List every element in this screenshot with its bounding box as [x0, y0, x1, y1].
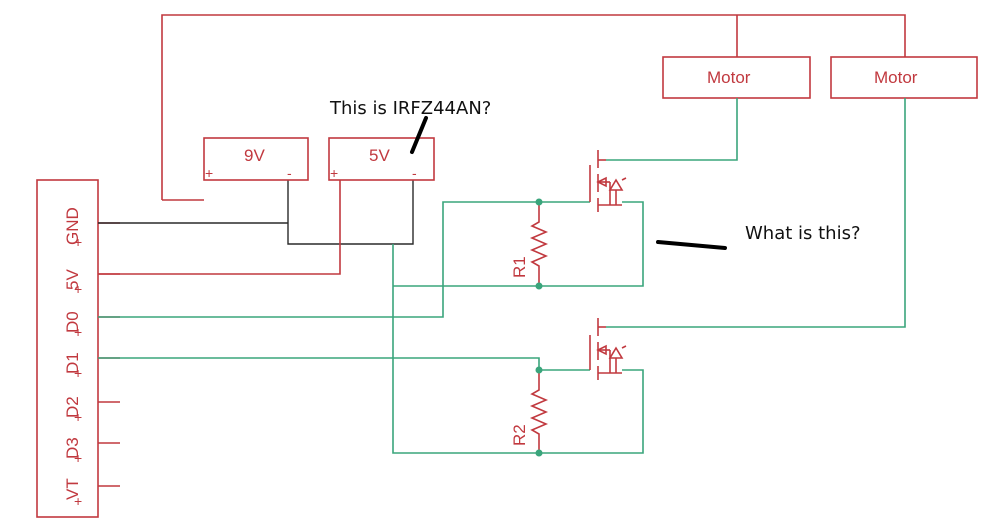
supply-9v-plus: + [205, 165, 213, 181]
pin-plus-d1: + [74, 365, 82, 381]
top-supply-wire [161, 14, 906, 201]
five-volt-wire [98, 180, 341, 275]
motor-2: Motor [830, 56, 978, 99]
motor-1-label: Motor [707, 68, 751, 87]
annotation-what-pointer [656, 240, 727, 250]
resistor-r2-zigzag [529, 370, 549, 453]
supply-9v-body [203, 137, 309, 181]
resistor-r1-zigzag [529, 202, 549, 286]
motor-2-drain-wire [606, 98, 906, 328]
common-source-wire [392, 201, 644, 454]
annotation-what-text: What is this? [745, 223, 861, 244]
supply-5v-minus: - [412, 165, 417, 181]
annotation-what-question: What is this? [656, 223, 861, 250]
motor-2-label: Motor [874, 68, 918, 87]
pin-plus-gnd: + [74, 234, 82, 250]
header-pin-d3: D3 + [63, 437, 120, 466]
pin-plus-d3: + [74, 450, 82, 466]
pin-label-gnd: GND [63, 207, 82, 245]
pin-label-d0: D0 [63, 311, 82, 333]
d0-gate-wire [98, 201, 590, 318]
mosfet-q2 [589, 318, 627, 380]
junction-dot [535, 198, 543, 206]
pin-header-body [36, 179, 99, 518]
pin-label-d3: D3 [63, 437, 82, 459]
annotation-mosfet-pointer [410, 116, 428, 154]
header-pin-d2: D2 + [63, 396, 120, 425]
resistor-r1: R1 [510, 198, 549, 290]
resistor-r1-label: R1 [510, 256, 529, 278]
pin-label-d2: D2 [63, 396, 82, 418]
pin-plus-vt: + [74, 493, 82, 509]
resistor-r2: R2 [510, 366, 549, 457]
pin-label-5v: 5V [63, 269, 82, 290]
supply-9v: 9V + - [203, 137, 309, 181]
ground-wire [98, 180, 414, 245]
header-pin-vt: VT + [63, 478, 120, 509]
resistor-r2-label: R2 [510, 424, 529, 446]
junction-dot [535, 449, 543, 457]
supply-9v-minus: - [287, 165, 292, 181]
supply-5v-plus: + [330, 165, 338, 181]
junction-dot [535, 366, 543, 374]
supply-5v: 5V + - [328, 137, 435, 181]
pin-plus-5v: + [74, 281, 82, 297]
pin-header: GND + 5V + D0 + D1 + D2 + D3 + [36, 179, 120, 518]
motor-1-drain-wire [606, 98, 738, 161]
d1-gate-wire [98, 357, 590, 371]
junction-dot [535, 282, 543, 290]
pin-label-vt: VT [63, 478, 82, 500]
motor-1: Motor [662, 56, 811, 99]
annotation-mosfet-question: This is IRFZ44AN? [329, 98, 491, 154]
motor-2-body [830, 56, 978, 99]
pin-plus-d0: + [74, 324, 82, 340]
pin-plus-d2: + [74, 409, 82, 425]
annotation-mosfet-text: This is IRFZ44AN? [329, 98, 491, 119]
pin-label-d1: D1 [63, 352, 82, 374]
supply-9v-label: 9V [244, 146, 265, 165]
motor-1-body [662, 56, 811, 99]
mosfet-q1 [589, 150, 627, 212]
supply-5v-label: 5V [369, 146, 390, 165]
